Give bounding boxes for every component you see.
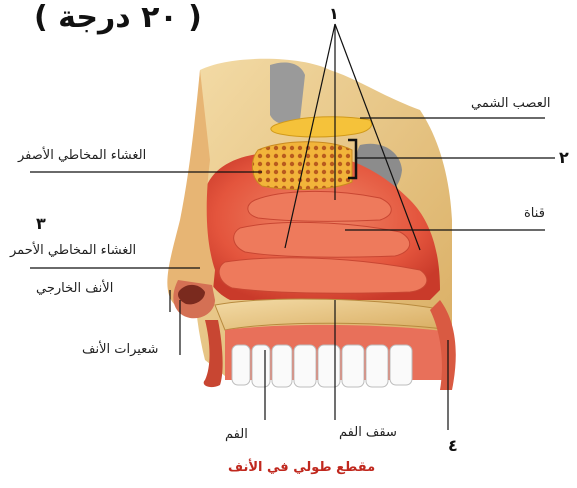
olfactory-nerve-label: العصب الشمي (471, 96, 551, 111)
label-number-2: ٢ (559, 148, 569, 167)
red-mucosa-label: الغشاء المخاطي الأحمر (10, 243, 136, 258)
yellow-mucosa-region (252, 142, 352, 190)
external-nose-label: الأنف الخارجي (36, 281, 113, 296)
teeth (232, 345, 412, 387)
label-number-4: ٤ (448, 436, 458, 455)
diagram-caption: مقطع طولي في الأنف (228, 460, 375, 475)
mouth-label: الفم (225, 427, 248, 442)
palate-label: سقف الفم (339, 425, 397, 440)
label-number-1: ١ (329, 4, 339, 23)
superior-concha (248, 191, 391, 221)
canal-label: قناة (524, 206, 545, 221)
yellow-mucosa-label: الغشاء المخاطي الأصفر (18, 148, 146, 163)
nose-hairs-label: شعيرات الأنف (82, 342, 158, 357)
label-number-3: ٣ (36, 214, 46, 233)
grade-label: ( ٢٠ درجة ) (34, 0, 202, 35)
frontal-sinus (270, 62, 305, 124)
